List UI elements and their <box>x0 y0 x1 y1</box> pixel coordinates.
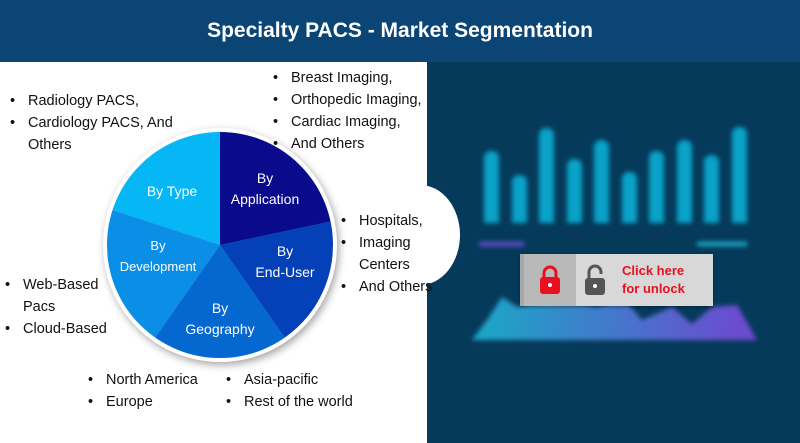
list-item: North America <box>88 369 228 391</box>
list-item: Orthopedic Imaging, <box>273 89 433 111</box>
pie-slice-end-user <box>220 221 335 340</box>
list-item: Breast Imaging, <box>273 67 433 89</box>
segment-label-type: By Type <box>146 183 198 199</box>
unlock-button[interactable]: Click here for unlock <box>520 254 713 306</box>
list-item: And Others <box>273 133 433 155</box>
unlock-icon <box>585 264 605 295</box>
geography-list-left: North America Europe <box>88 369 228 413</box>
list-item: Rest of the world <box>226 391 386 413</box>
unlock-text-line1: Click here <box>622 263 685 278</box>
pie-slice-development <box>104 209 220 340</box>
blurred-dashboard-image <box>427 62 800 443</box>
locked-preview-panel <box>427 62 800 443</box>
list-item: Cardiology PACS, And Others <box>10 112 220 156</box>
list-item: Cardiac Imaging, <box>273 111 433 133</box>
list-item: Hospitals, <box>341 210 436 232</box>
pie-slice-type <box>110 130 220 245</box>
list-item: Asia-pacific <box>226 369 386 391</box>
list-item: Imaging Centers <box>341 232 436 276</box>
lock-icon <box>540 265 560 294</box>
unlock-text-line2: for unlock <box>622 281 685 296</box>
geography-list-right: Asia-pacific Rest of the world <box>226 369 386 413</box>
application-list: Breast Imaging, Orthopedic Imaging, Card… <box>273 67 433 155</box>
page-title: Specialty PACS - Market Segmentation <box>207 19 593 42</box>
pie-border <box>103 128 337 362</box>
type-list: Radiology PACS, Cardiology PACS, And Oth… <box>10 90 220 156</box>
pie-slice-geography <box>154 245 286 360</box>
pie-slice-application <box>220 130 333 245</box>
list-item: Radiology PACS, <box>10 90 220 112</box>
list-item: Web-Based Pacs <box>5 274 110 318</box>
list-item: Europe <box>88 391 228 413</box>
end-user-list: Hospitals, Imaging Centers And Others <box>341 210 436 298</box>
list-item: Cloud-Based <box>5 318 110 340</box>
development-list: Web-Based Pacs Cloud-Based <box>5 274 110 340</box>
segmentation-pie <box>103 128 337 362</box>
list-item: And Others <box>341 276 436 298</box>
header: Specialty PACS - Market Segmentation <box>0 0 800 62</box>
